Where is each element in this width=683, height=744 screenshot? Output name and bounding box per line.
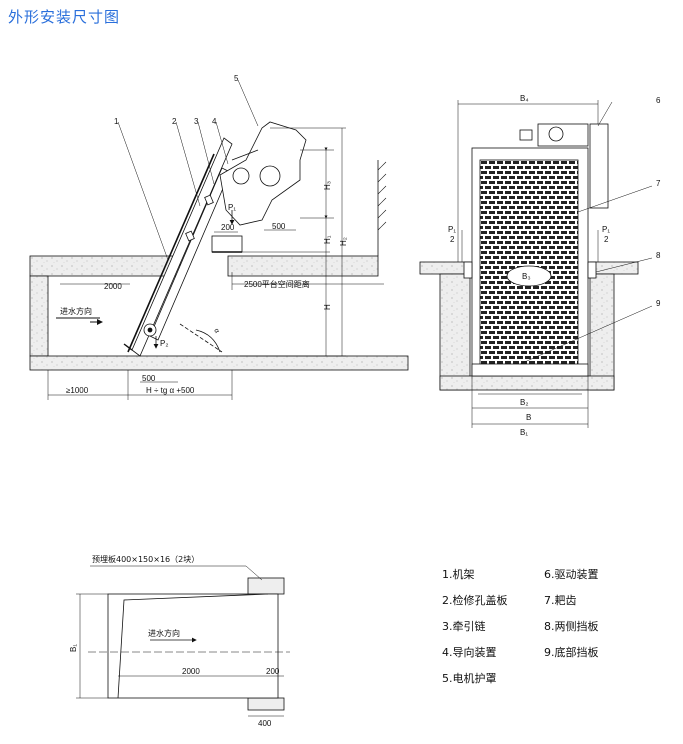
p1-right-den: 2 (604, 235, 609, 244)
legend-item: 9.底部挡板 (544, 646, 599, 659)
upper-slab-right (227, 255, 379, 277)
plan-b1-label: B₁ (69, 644, 78, 652)
flow-direction-label: 进水方向 (60, 306, 92, 316)
legend-item: 1.机架 (442, 568, 475, 581)
callout-3: 3 (194, 117, 199, 126)
callout-5: 5 (234, 74, 239, 83)
b3-label: B₃ (522, 272, 531, 281)
dim-formula: H ÷ tg α +500 (146, 386, 195, 395)
p1-label: P₁ (228, 203, 236, 212)
legend-item: 4.导向装置 (442, 646, 497, 659)
drive-unit (589, 123, 609, 209)
h-label: H (323, 304, 332, 310)
b-label: B (526, 413, 531, 422)
plan-flow-direction: 进水方向 (148, 628, 180, 638)
channel-wall (29, 275, 49, 357)
callout-7: 7 (656, 179, 661, 188)
plan-view (76, 565, 290, 717)
callout-9: 9 (656, 299, 661, 308)
legend-item: 8.两侧挡板 (544, 620, 599, 633)
upper-slab-left (29, 255, 181, 277)
plan-dim-200: 200 (266, 667, 280, 676)
callout-6: 6 (656, 96, 661, 105)
legend-item: 7.耙齿 (544, 594, 577, 607)
dim-1000: ≥1000 (66, 386, 89, 395)
legend-item: 3.牵引链 (442, 620, 486, 633)
p1-left-den: 2 (450, 235, 455, 244)
front-view (419, 100, 653, 428)
b1-label: B₁ (520, 428, 528, 437)
dim-200: 200 (221, 223, 235, 232)
traction-chain (127, 153, 215, 353)
alpha-label: α (212, 328, 220, 335)
callout-1: 1 (114, 117, 119, 126)
plan-dim-2000: 2000 (182, 667, 200, 676)
channel-bottom (29, 355, 409, 371)
b4-label: B₄ (520, 94, 529, 103)
b2-label: B₂ (520, 398, 528, 407)
legend-item: 6.驱动装置 (544, 568, 599, 581)
p1-right-num: P₁ (602, 225, 610, 234)
dim-2000: 2000 (104, 282, 122, 291)
rake-teeth (479, 159, 579, 369)
legend-item: 2.检修孔盖板 (442, 594, 508, 607)
page-title: 外形安装尺寸图 (8, 8, 121, 26)
callout-2: 2 (172, 117, 177, 126)
legend-item: 5.电机护罩 (442, 672, 497, 685)
side-view (29, 79, 409, 400)
machine-frame (131, 137, 233, 357)
h3-label: H₃ (323, 181, 332, 190)
p2-label: P₂ (160, 339, 168, 348)
platform-gap-label: 2500平台空间距离 (244, 279, 310, 289)
p1-left-num: P₁ (448, 225, 456, 234)
dim-500-top: 500 (272, 222, 286, 231)
dim-500-bottom: 500 (142, 374, 156, 383)
plan-dim-400: 400 (258, 719, 272, 728)
callout-8: 8 (656, 251, 661, 260)
embed-plate-label: 预埋板400×150×16（2块） (92, 554, 199, 564)
h1-label: H₁ (323, 235, 332, 244)
parts-legend: 1.机架 6.驱动装置 2.检修孔盖板 7.耙齿 3.牵引链 8.两侧挡板 4.… (442, 560, 672, 690)
callout-4: 4 (212, 117, 217, 126)
h2-label: H₂ (339, 237, 348, 246)
